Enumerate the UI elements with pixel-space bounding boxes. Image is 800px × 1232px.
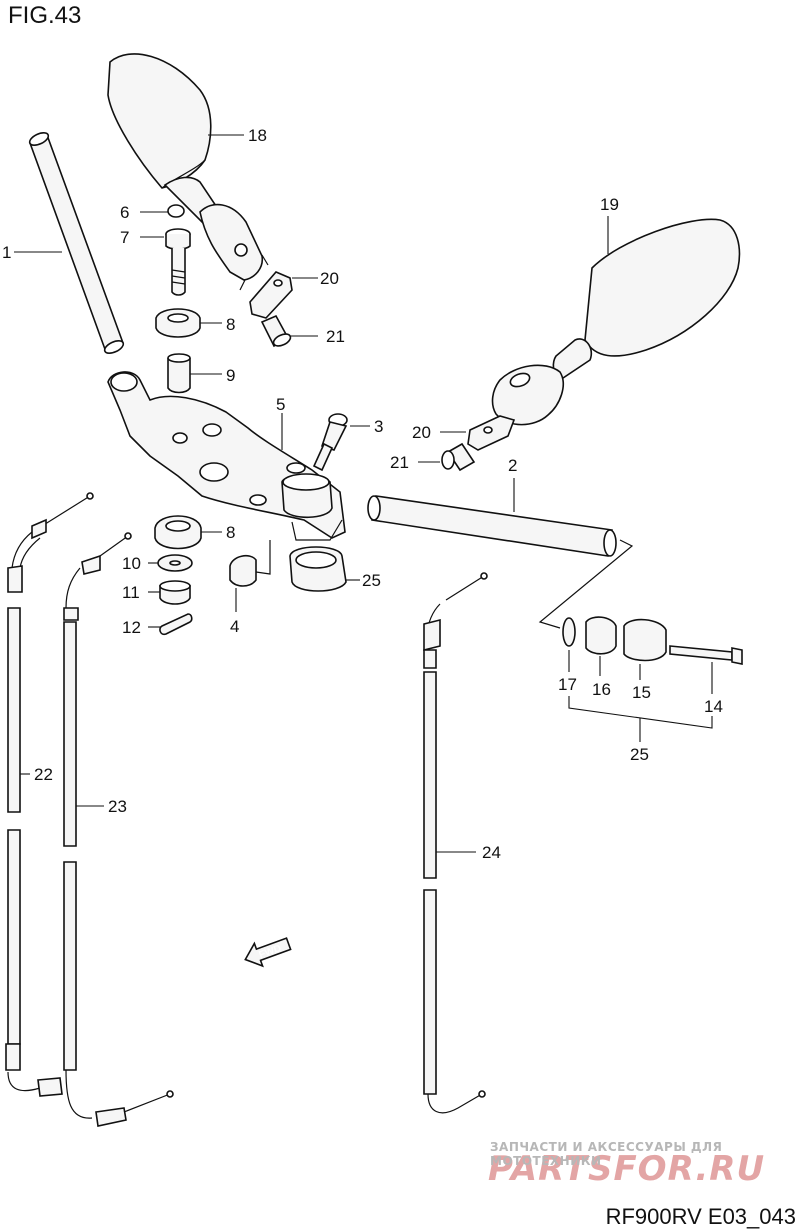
part-16-weight [585,616,617,676]
callout-20a: 20 [320,269,339,288]
part-20-plate-left [249,271,318,319]
callout-25a: 25 [362,571,381,590]
callout-8b: 8 [226,523,235,542]
part-3-bolt [312,413,370,472]
callout-6: 6 [120,203,129,222]
part-25-grommet [289,546,360,592]
svg-text:PARTSFOR.RU: PARTSFOR.RU [488,1149,765,1189]
callout-11: 11 [122,583,140,602]
part-2-handlebar-right [367,478,634,629]
callout-15: 15 [632,683,651,702]
callout-12: 12 [122,618,141,637]
callout-14: 14 [704,697,723,716]
callout-1: 1 [2,243,11,262]
watermark-brand-logo: PARTSFOR.RU [488,1149,765,1189]
callout-8a: 8 [226,315,235,334]
fwd-direction-arrow: FWD [244,937,292,968]
part-11-castle-nut [148,580,191,605]
callout-4: 4 [230,617,239,636]
callout-9: 9 [226,366,235,385]
fwd-arrow-label: FWD [258,943,283,961]
part-10-washer [148,554,193,572]
part-21-nut-right [418,442,476,472]
part-20-plate-right [440,415,516,451]
part-8-cushion-lower [154,515,222,550]
cable-22 [5,492,94,1097]
part-17-washer [562,617,576,672]
part-15-weight [623,618,667,680]
callout-21a: 21 [326,327,345,346]
callout-21b: 21 [390,453,409,472]
part-12-cotter-pin [148,613,193,636]
cable-24 [423,572,488,1114]
callout-16: 16 [592,680,611,699]
part-8-cushion-upper [155,308,222,338]
figure-code: RF900RV E03_043 [605,1204,796,1229]
figure-title: FIG.43 [8,2,82,29]
callout-20b: 20 [412,423,431,442]
callout-labels: 1 18 6 7 20 8 21 9 5 3 19 20 21 2 8 10 2… [2,126,723,862]
part-19-mirror-right [491,216,741,426]
callout-23: 23 [108,797,127,816]
part-14-screw [669,645,743,694]
callout-5: 5 [276,395,285,414]
callout-2: 2 [508,456,517,475]
callout-24: 24 [482,843,501,862]
part-18-mirror-left [107,53,269,291]
callout-3: 3 [374,417,383,436]
callout-22: 22 [34,765,53,784]
cable-23 [63,532,174,1127]
callout-7: 7 [120,228,129,247]
part-21-nut-left [260,314,318,348]
part-4-clamp-nut [229,540,271,612]
callout-17: 17 [558,675,577,694]
part-9-spacer [167,353,222,394]
part-7-bolt [140,228,191,296]
watermark-tagline: ЗАПЧАСТИ И АКСЕССУАРЫ ДЛЯ МОТОТЕХНИКИ [490,1140,723,1168]
callout-18: 18 [248,126,267,145]
part-5-handlebar-holder [107,371,346,541]
callout-25b: 25 [630,745,649,764]
part-6-cap [140,204,185,218]
callout-19: 19 [600,195,619,214]
part-1-handlebar-left [14,132,125,354]
callout-10: 10 [122,554,141,573]
